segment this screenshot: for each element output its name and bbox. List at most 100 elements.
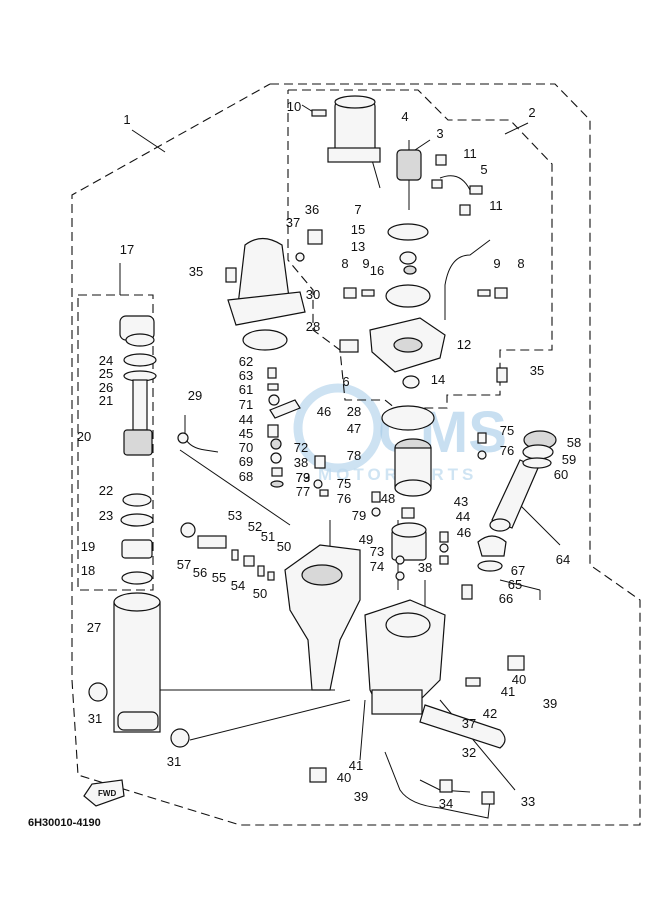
callout-6: 6	[342, 374, 349, 389]
callout-29: 29	[188, 388, 202, 403]
forward-arrow-icon: FWD	[83, 779, 125, 807]
fitting-40	[507, 655, 525, 671]
callout-79: 79	[352, 508, 366, 523]
o-ring-37	[295, 252, 305, 262]
callout-60: 60	[554, 467, 568, 482]
fitting-33	[481, 791, 495, 805]
callout-75: 75	[337, 476, 351, 491]
drawing-code: 6H30010-4190	[28, 817, 101, 829]
callout-31: 31	[88, 711, 102, 726]
callout-21: 21	[99, 393, 113, 408]
callout-40: 40	[512, 672, 526, 687]
manual-valve	[180, 522, 275, 581]
callout-70: 70	[239, 440, 253, 455]
callout-1: 1	[123, 112, 130, 127]
pipe-33-34	[384, 751, 491, 819]
seat-74	[395, 571, 405, 581]
callout-16: 16	[370, 263, 384, 278]
callout-43: 43	[454, 494, 468, 509]
callout-73: 73	[370, 544, 384, 559]
screw-11	[435, 154, 447, 166]
bushing-31	[170, 728, 190, 748]
callout-35: 35	[189, 264, 203, 279]
o-ring-28	[381, 405, 435, 431]
callout-74: 74	[370, 559, 384, 574]
callout-5: 5	[480, 162, 487, 177]
callout-35: 35	[530, 363, 544, 378]
callout-10: 10	[287, 99, 301, 114]
fitting-34	[439, 779, 453, 793]
callout-41: 41	[349, 758, 363, 773]
check-valve-75	[477, 432, 487, 444]
pipe-29-fitting	[177, 432, 189, 444]
callout-11: 11	[489, 198, 503, 213]
assembly-boundary-1	[71, 83, 641, 826]
callout-36: 36	[305, 202, 319, 217]
callout-38: 38	[418, 560, 432, 575]
valve-49	[391, 522, 427, 561]
callout-53: 53	[228, 508, 242, 523]
callout-8: 8	[341, 256, 348, 271]
callout-54: 54	[231, 578, 245, 593]
callout-58: 58	[567, 435, 581, 450]
callout-24: 24	[99, 353, 113, 368]
seal-15	[403, 265, 417, 275]
callout-72: 72	[294, 440, 308, 455]
screw-11	[459, 204, 471, 216]
callout-23: 23	[99, 508, 113, 523]
callout-59: 59	[562, 452, 576, 467]
connector-6	[339, 339, 359, 353]
callout-61: 61	[239, 382, 253, 397]
callout-28: 28	[347, 404, 361, 419]
forward-label: FWD	[98, 789, 116, 798]
callout-39: 39	[354, 789, 368, 804]
callout-76: 76	[337, 491, 351, 506]
callout-68: 68	[239, 469, 253, 484]
callout-39: 39	[543, 696, 557, 711]
callout-79: 79	[296, 470, 310, 485]
callout-2: 2	[528, 105, 535, 120]
brush-holder	[387, 175, 483, 241]
motor-assembly-boundary	[287, 89, 553, 409]
callout-48: 48	[381, 491, 395, 506]
ball-73	[395, 555, 405, 565]
spring-9	[361, 289, 375, 297]
callout-18: 18	[81, 563, 95, 578]
callout-66: 66	[499, 591, 513, 606]
tilt-ram-64	[477, 430, 557, 572]
pump-body	[284, 544, 446, 715]
tilt-cylinder-boundary	[77, 294, 154, 591]
lead-wire	[444, 239, 491, 320]
callout-73: 73	[296, 470, 310, 485]
callout-11: 11	[463, 146, 477, 161]
callout-32: 32	[462, 745, 476, 760]
reservoir-30	[227, 237, 306, 326]
callout-27: 27	[87, 620, 101, 635]
callout-38: 38	[294, 455, 308, 470]
nipple-42	[465, 677, 481, 687]
callout-55: 55	[212, 570, 226, 585]
end-cap-12	[369, 317, 446, 373]
callout-30: 30	[306, 287, 320, 302]
callout-9: 9	[493, 256, 500, 271]
callout-22: 22	[99, 483, 113, 498]
brush-8	[343, 287, 357, 299]
valve-parts-column	[267, 367, 329, 497]
callout-46: 46	[457, 525, 471, 540]
callout-50: 50	[277, 539, 291, 554]
callout-76: 76	[500, 443, 514, 458]
tilt-cylinder	[113, 315, 161, 733]
check-valve-75	[371, 491, 381, 503]
callout-40: 40	[337, 770, 351, 785]
callout-67: 67	[511, 563, 525, 578]
callout-41: 41	[501, 684, 515, 699]
plug-36	[307, 229, 323, 245]
filter-48	[401, 507, 415, 519]
screw-35	[225, 267, 237, 283]
o-ring-28	[242, 329, 288, 351]
ball-76	[477, 450, 487, 460]
brush-8	[494, 287, 508, 299]
callout-71: 71	[239, 397, 253, 412]
callout-64: 64	[556, 552, 570, 567]
